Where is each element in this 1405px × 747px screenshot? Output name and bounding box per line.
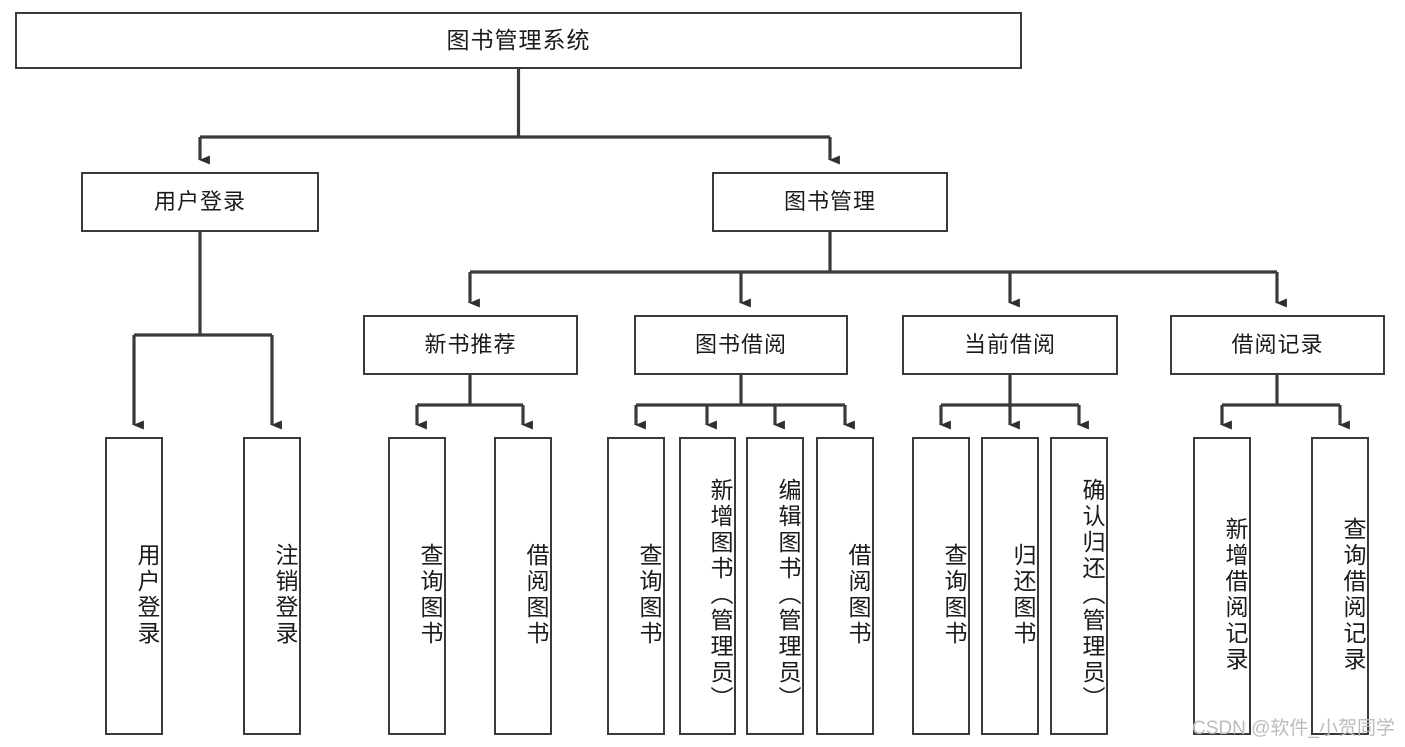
leaf-borrow-add-book[interactable]: 新增图书（管理员） [679,437,736,735]
leaf-new-book-query[interactable]: 查询图书 [388,437,446,735]
leaf-current-query-book[interactable]: 查询图书 [912,437,970,735]
leaf-label: 注销登录 [272,543,298,647]
leaf-label: 查询图书 [417,543,443,647]
leaf-borrow-query-book[interactable]: 查询图书 [607,437,665,735]
node-current-borrow[interactable]: 当前借阅 [902,315,1118,375]
node-user-login[interactable]: 用户登录 [81,172,319,232]
leaf-label: 编辑图书（管理员） [775,478,801,712]
node-new-book-recommend[interactable]: 新书推荐 [363,315,578,375]
node-root-system[interactable]: 图书管理系统 [15,12,1022,69]
leaf-borrow-edit-book[interactable]: 编辑图书（管理员） [746,437,804,735]
leaf-label: 新增借阅记录 [1222,517,1248,673]
leaf-label: 借阅图书 [845,543,871,647]
leaf-label: 借阅图书 [523,543,549,647]
leaf-logout[interactable]: 注销登录 [243,437,301,735]
csdn-watermark: CSDN @软件_小贺同学 [1192,718,1395,739]
leaf-label: 确认归还（管理员） [1079,478,1105,712]
leaf-label: 新增图书（管理员） [707,478,733,712]
leaf-label: 归还图书 [1010,543,1036,647]
leaf-user-login[interactable]: 用户登录 [105,437,163,735]
leaf-label: 查询图书 [941,543,967,647]
leaf-record-query[interactable]: 查询借阅记录 [1311,437,1369,735]
leaf-current-return-book[interactable]: 归还图书 [981,437,1039,735]
leaf-label: 查询图书 [636,543,662,647]
node-book-management[interactable]: 图书管理 [712,172,948,232]
node-book-borrow[interactable]: 图书借阅 [634,315,848,375]
node-borrow-record[interactable]: 借阅记录 [1170,315,1385,375]
leaf-new-book-borrow[interactable]: 借阅图书 [494,437,552,735]
leaf-current-confirm-return[interactable]: 确认归还（管理员） [1050,437,1108,735]
leaf-label: 用户登录 [134,543,160,647]
leaf-record-add[interactable]: 新增借阅记录 [1193,437,1251,735]
leaf-label: 查询借阅记录 [1340,517,1366,673]
leaf-borrow-borrow-book[interactable]: 借阅图书 [816,437,874,735]
